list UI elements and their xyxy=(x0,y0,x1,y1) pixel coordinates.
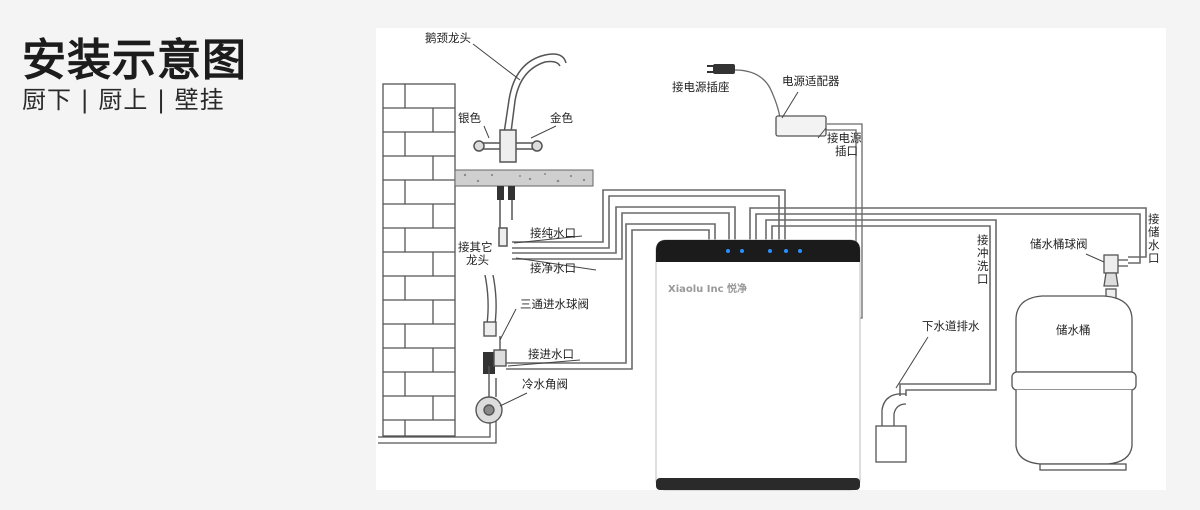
brand-label: Xiaolu Inc 悦净 xyxy=(668,282,747,295)
hose-and-valves xyxy=(475,274,507,424)
label-other-faucet-2: 龙头 xyxy=(466,253,489,267)
label-gold: 金色 xyxy=(550,111,573,125)
drain-pipe xyxy=(875,393,907,463)
power-adapter xyxy=(775,115,827,137)
label-flush-1: 接 xyxy=(977,233,989,247)
label-three-way-valve: 三通进水球阀 xyxy=(520,297,589,311)
page-subtitle: 厨下 | 厨上 | 壁挂 xyxy=(22,86,225,114)
label-tank-ball-valve: 储水桶球阀 xyxy=(1030,237,1088,251)
storage-tank xyxy=(1011,254,1137,471)
brick-wall xyxy=(382,83,456,437)
label-tank-port-2: 储 xyxy=(1148,225,1160,239)
label-cold-angle-valve: 冷水角阀 xyxy=(522,377,568,391)
label-power-socket: 接电源插座 xyxy=(672,80,730,94)
power-plug xyxy=(707,64,735,74)
label-power-port-1: 接电源 xyxy=(827,131,862,145)
label-flush-2: 冲 xyxy=(977,246,989,260)
label-power-port-2: 插口 xyxy=(835,144,858,158)
label-flush-3: 洗 xyxy=(977,259,989,273)
label-drain: 下水道排水 xyxy=(922,319,980,333)
label-other-faucet-1: 接其它 xyxy=(458,240,493,254)
label-inlet-port: 接进水口 xyxy=(528,347,574,361)
label-storage-tank: 储水桶 xyxy=(1056,323,1091,337)
label-tank-port-1: 接 xyxy=(1148,212,1160,226)
label-gooseneck-faucet: 鹅颈龙头 xyxy=(425,31,471,45)
page-title: 安装示意图 xyxy=(22,35,247,86)
countertop xyxy=(454,169,594,187)
label-tank-port-3: 水 xyxy=(1148,238,1160,252)
label-flush-4: 口 xyxy=(977,272,989,286)
label-clean-water-port: 接净水口 xyxy=(530,261,576,275)
leader-lines xyxy=(472,43,1105,407)
label-silver: 银色 xyxy=(458,111,481,125)
gooseneck-faucet xyxy=(473,53,567,247)
label-power-adapter: 电源适配器 xyxy=(782,74,840,88)
label-tank-port-4: 口 xyxy=(1148,251,1160,265)
label-pure-water-port: 接纯水口 xyxy=(530,226,576,240)
water-pipes xyxy=(506,69,1147,396)
water-purifier xyxy=(655,239,861,491)
wall-inlet-pipe xyxy=(378,420,497,444)
